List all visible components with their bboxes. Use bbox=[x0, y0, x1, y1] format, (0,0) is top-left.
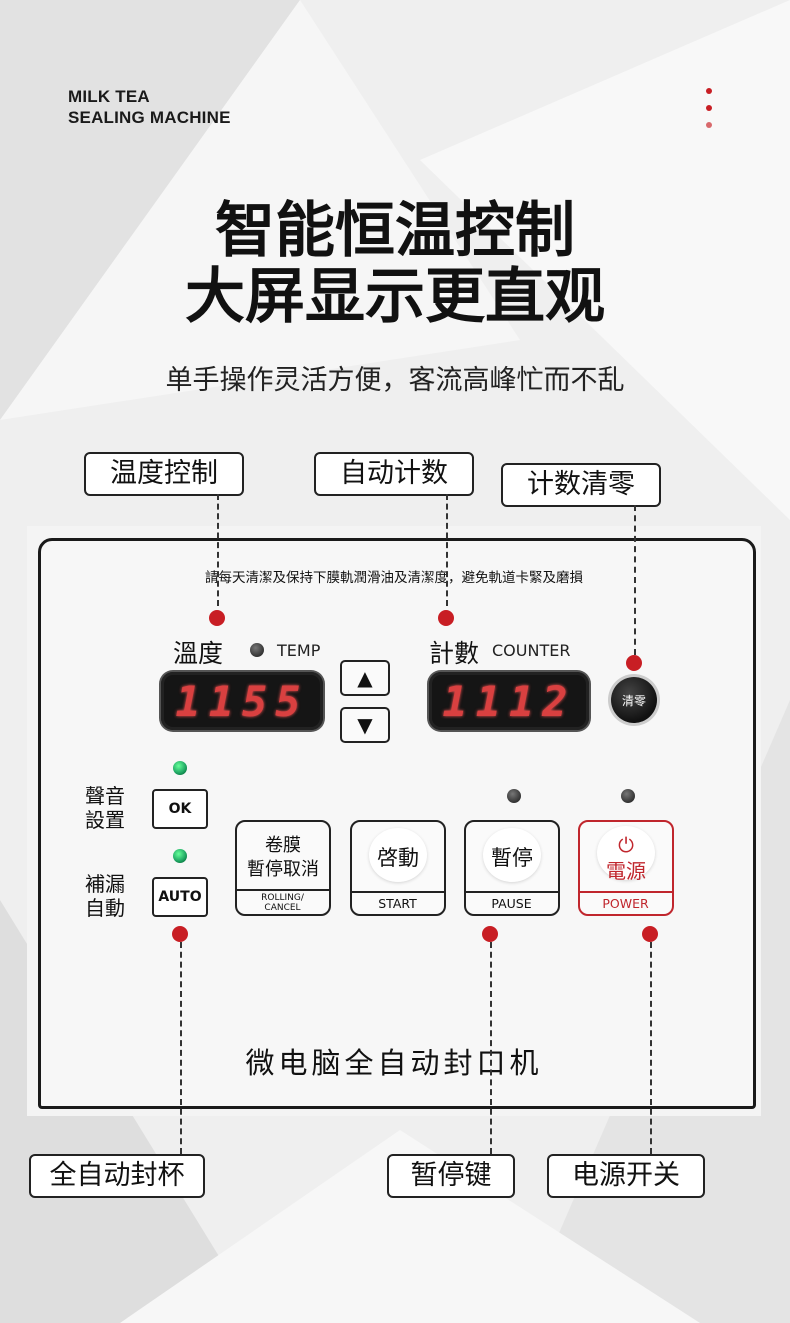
marker-reset bbox=[626, 655, 642, 671]
temp-display: 1155 bbox=[161, 672, 323, 730]
counter-label-en: COUNTER bbox=[492, 641, 571, 660]
temp-label: 溫度 bbox=[173, 639, 224, 668]
auto-label-line-2: 自動 bbox=[85, 896, 125, 920]
start-key-bubble bbox=[369, 828, 427, 882]
rolling-cancel-foot: ROLLING/ CANCEL bbox=[234, 888, 331, 917]
pause-key-cap: 暫停 bbox=[491, 845, 533, 870]
callout-pause-key: 暂停键 bbox=[387, 1154, 515, 1198]
headline-line-2: 大屏显示更直观 bbox=[185, 262, 605, 332]
marker-power bbox=[642, 926, 658, 942]
power-key-label: 電源 bbox=[606, 859, 646, 883]
decorative-dots bbox=[706, 88, 716, 139]
pause-key-bubble bbox=[483, 828, 541, 882]
up-arrow-icon: ▲ bbox=[357, 666, 373, 690]
headline-line-1: 智能恒温控制 bbox=[215, 196, 575, 266]
brand-text: MILK TEA SEALING MACHINE bbox=[68, 86, 231, 128]
temp-label-en: TEMP bbox=[277, 641, 321, 660]
callout-temp-control: 温度控制 bbox=[84, 452, 244, 496]
connector-auto bbox=[180, 942, 182, 1154]
subtitle: 单手操作灵活方便，客流高峰忙而不乱 bbox=[165, 365, 625, 396]
ok-button-label: OK bbox=[168, 801, 192, 817]
power-key[interactable]: ⏻ 電源 POWER bbox=[577, 820, 674, 917]
counter-display: 1112 bbox=[429, 672, 589, 730]
marker-pause bbox=[482, 926, 498, 942]
callout-auto-count: 自动计数 bbox=[314, 452, 474, 496]
start-key-foot: START bbox=[349, 890, 446, 917]
temp-down-button[interactable]: ▼ bbox=[340, 707, 390, 743]
rolling-line-1: 卷膜 bbox=[265, 835, 301, 856]
counter-label: 計數 bbox=[429, 639, 480, 668]
auto-refill-label: 補漏 自動 bbox=[85, 872, 125, 920]
start-key[interactable]: 啓動 START bbox=[349, 820, 446, 917]
auto-button-label: AUTO bbox=[158, 889, 202, 905]
start-key-cap: 啓動 bbox=[377, 845, 419, 870]
power-key-bubble bbox=[597, 826, 655, 880]
power-indicator-led bbox=[621, 789, 635, 803]
rolling-cancel-key[interactable]: 卷膜 暫停取消 ROLLING/ CANCEL bbox=[234, 820, 331, 917]
marker-count bbox=[438, 610, 454, 626]
power-icon: ⏻ bbox=[618, 833, 634, 857]
auto-button[interactable]: AUTO bbox=[152, 877, 208, 917]
temp-indicator-led bbox=[250, 643, 264, 657]
pause-indicator-led bbox=[507, 789, 521, 803]
pause-key-foot: PAUSE bbox=[463, 890, 560, 917]
power-key-foot: POWER bbox=[577, 890, 674, 917]
connector-count bbox=[446, 494, 448, 606]
connector-temp bbox=[217, 494, 219, 606]
sound-setting-label: 聲音 設置 bbox=[85, 784, 125, 832]
callout-auto-seal: 全自动封杯 bbox=[29, 1154, 205, 1198]
rolling-cancel-cap: 卷膜 暫停取消 bbox=[243, 828, 323, 888]
sound-label-line-2: 設置 bbox=[85, 808, 125, 832]
power-key-cap: ⏻ 電源 bbox=[586, 828, 666, 888]
model-name: 微电脑全自动封口机 bbox=[245, 1046, 543, 1080]
ok-button[interactable]: OK bbox=[152, 789, 208, 829]
brand-line-2: SEALING MACHINE bbox=[68, 108, 231, 127]
down-arrow-icon: ▼ bbox=[357, 713, 373, 737]
callout-count-reset: 计数清零 bbox=[501, 463, 661, 507]
rolling-line-2: 暫停取消 bbox=[247, 859, 319, 880]
pause-key[interactable]: 暫停 PAUSE bbox=[463, 820, 560, 917]
count-reset-label: 清零 bbox=[621, 693, 646, 708]
auto-label-line-1: 補漏 bbox=[85, 872, 125, 896]
temp-readout: 1155 bbox=[175, 676, 309, 726]
brand-line-1: MILK TEA bbox=[68, 87, 150, 106]
sound-indicator-led bbox=[173, 761, 187, 775]
marker-temp bbox=[209, 610, 225, 626]
control-panel: 請每天清潔及保持下膜軌潤滑油及清潔度，避免軌道卡緊及磨損 溫度 TEMP 115… bbox=[27, 526, 761, 1116]
maintenance-warning: 請每天清潔及保持下膜軌潤滑油及清潔度，避免軌道卡緊及磨損 bbox=[205, 570, 583, 586]
callout-power-switch: 电源开关 bbox=[547, 1154, 705, 1198]
connector-reset bbox=[634, 505, 636, 655]
counter-readout: 1112 bbox=[442, 676, 576, 726]
marker-auto bbox=[172, 926, 188, 942]
sound-label-line-1: 聲音 bbox=[85, 784, 125, 808]
connector-power bbox=[650, 942, 652, 1154]
temp-up-button[interactable]: ▲ bbox=[340, 660, 390, 696]
connector-pause bbox=[490, 942, 492, 1154]
auto-indicator-led bbox=[173, 849, 187, 863]
count-reset-button[interactable]: 清零 bbox=[611, 677, 657, 723]
